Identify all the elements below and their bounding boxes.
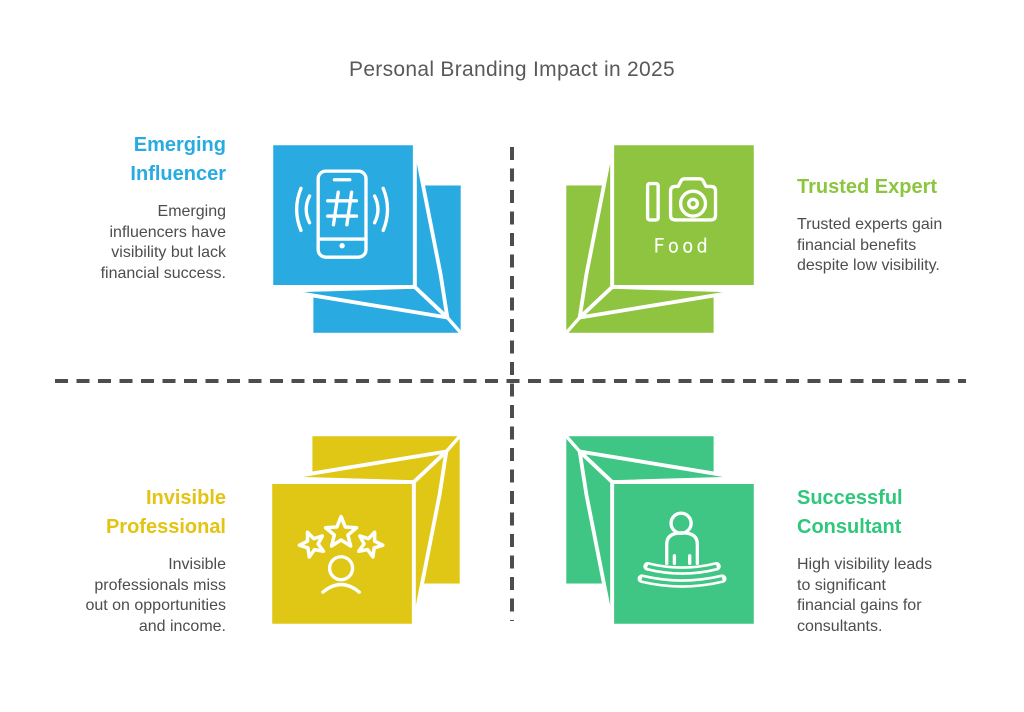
successful-consultant-cube [564,434,758,628]
quadrant-description: Trusted experts gain financial benefits … [797,216,943,274]
food-label: Food [653,234,711,257]
page-title: Personal Branding Impact in 2025 [349,58,675,81]
quadrant-heading: Emerging Influencer [130,134,226,185]
emerging-influencer-cube [269,141,463,335]
quadrant-emerging-influencer: Emerging Influencer Emerging influencers… [40,131,226,284]
quadrant-heading: Invisible Professional [105,487,226,538]
trusted-expert-cube: Food [564,141,758,335]
cube-3d-shape [268,434,462,628]
cube-3d-shape [564,434,758,628]
quadrant-trusted-expert: Trusted Expert Trusted experts gain fina… [797,173,992,277]
three-stars-person-icon [296,517,386,594]
quadrant-description: Invisible professionals miss out on oppo… [85,556,226,635]
quadrant-description: High visibility leads to significant fin… [797,556,933,635]
smartphone-hashtag-icon [294,169,390,259]
quadrant-heading: Trusted Expert [797,176,938,198]
food-camera-icon: Food [645,177,718,257]
invisible-professional-cube [268,434,462,628]
cube-3d-shape [564,141,758,335]
quadrant-successful-consultant: Successful Consultant High visibility le… [797,484,992,637]
speaker-person-icon [637,511,727,588]
cube-3d-shape [269,141,463,335]
quadrant-description: Emerging influencers have visibility but… [100,203,226,282]
quadrant-heading: Successful Consultant [797,487,903,538]
quadrant-invisible-professional: Invisible Professional Invisible profess… [40,484,226,637]
